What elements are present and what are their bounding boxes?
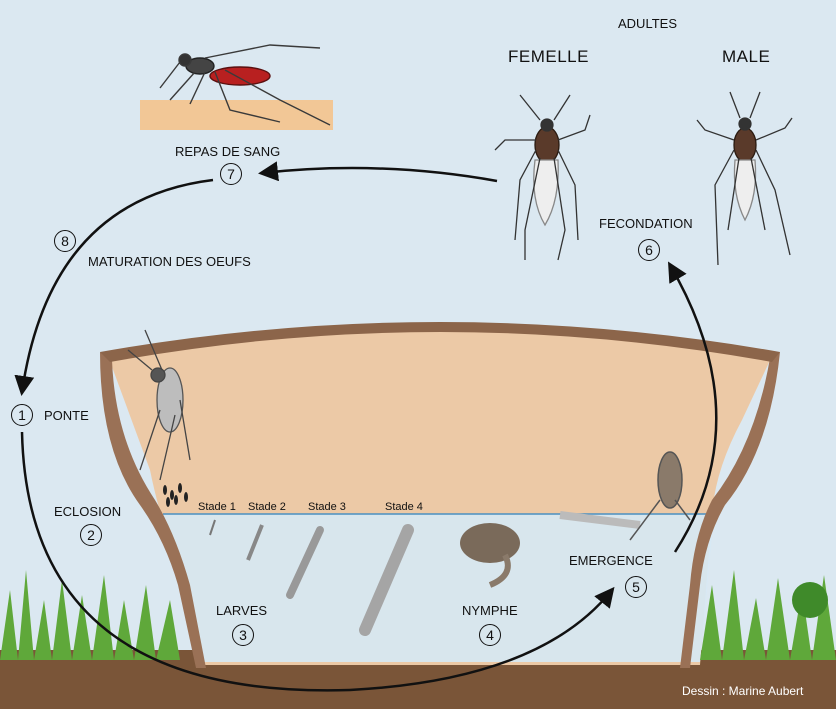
container-wall-left (100, 352, 206, 668)
arrow-larval-cycle (20, 431, 615, 692)
leaf (792, 582, 828, 618)
mosquito-laying-icon (127, 329, 191, 481)
step-7: 7 (220, 163, 242, 185)
nymphe-label: NYMPHE (462, 603, 518, 618)
fecondation-label: FECONDATION (599, 216, 693, 231)
step-8: 8 (54, 230, 76, 252)
male-label: MALE (722, 47, 771, 66)
stade-1-label: Stade 1 (198, 501, 236, 513)
maturation-label: MATURATION DES OEUFS (88, 254, 251, 269)
step-1: 1 (11, 404, 33, 426)
emergence-label: EMERGENCE (569, 553, 653, 568)
step-5: 5 (625, 576, 647, 598)
arrow-maturation (14, 178, 214, 396)
step-6: 6 (638, 239, 660, 261)
stade-3-label: Stade 3 (308, 501, 346, 513)
container-rim (100, 322, 780, 362)
step-3: 3 (232, 624, 254, 646)
arrow-to-repas (258, 161, 498, 183)
step-2: 2 (80, 524, 102, 546)
female-mosquito-icon (494, 94, 591, 261)
repas-label: REPAS DE SANG (175, 144, 281, 159)
mosquito-feeding-icon (159, 44, 331, 126)
femelle-label: FEMELLE (508, 47, 589, 66)
emerging-mosquito-icon (559, 451, 691, 541)
stade-2-label: Stade 2 (248, 501, 286, 513)
container-wall-right (680, 352, 780, 668)
larves-label: LARVES (216, 603, 268, 618)
larva-stage-1-icon (209, 519, 216, 536)
larva-stage-4-icon (359, 524, 414, 636)
eclosion-label: ECLOSION (54, 504, 122, 519)
pupa-icon (460, 523, 520, 588)
larva-stage-2-icon (246, 524, 264, 561)
arrow-to-fecondation (667, 261, 718, 553)
eggs (163, 483, 188, 507)
step-4: 4 (479, 624, 501, 646)
ponte-label: PONTE (44, 408, 89, 423)
stade-4-label: Stade 4 (385, 501, 423, 513)
credit-text: Dessin : Marine Aubert (682, 684, 804, 698)
adultes-label: ADULTES (618, 16, 677, 31)
male-mosquito-icon (696, 91, 793, 266)
larva-stage-3-icon (286, 526, 324, 599)
grass-left (0, 570, 180, 660)
skin-patch (140, 100, 333, 130)
